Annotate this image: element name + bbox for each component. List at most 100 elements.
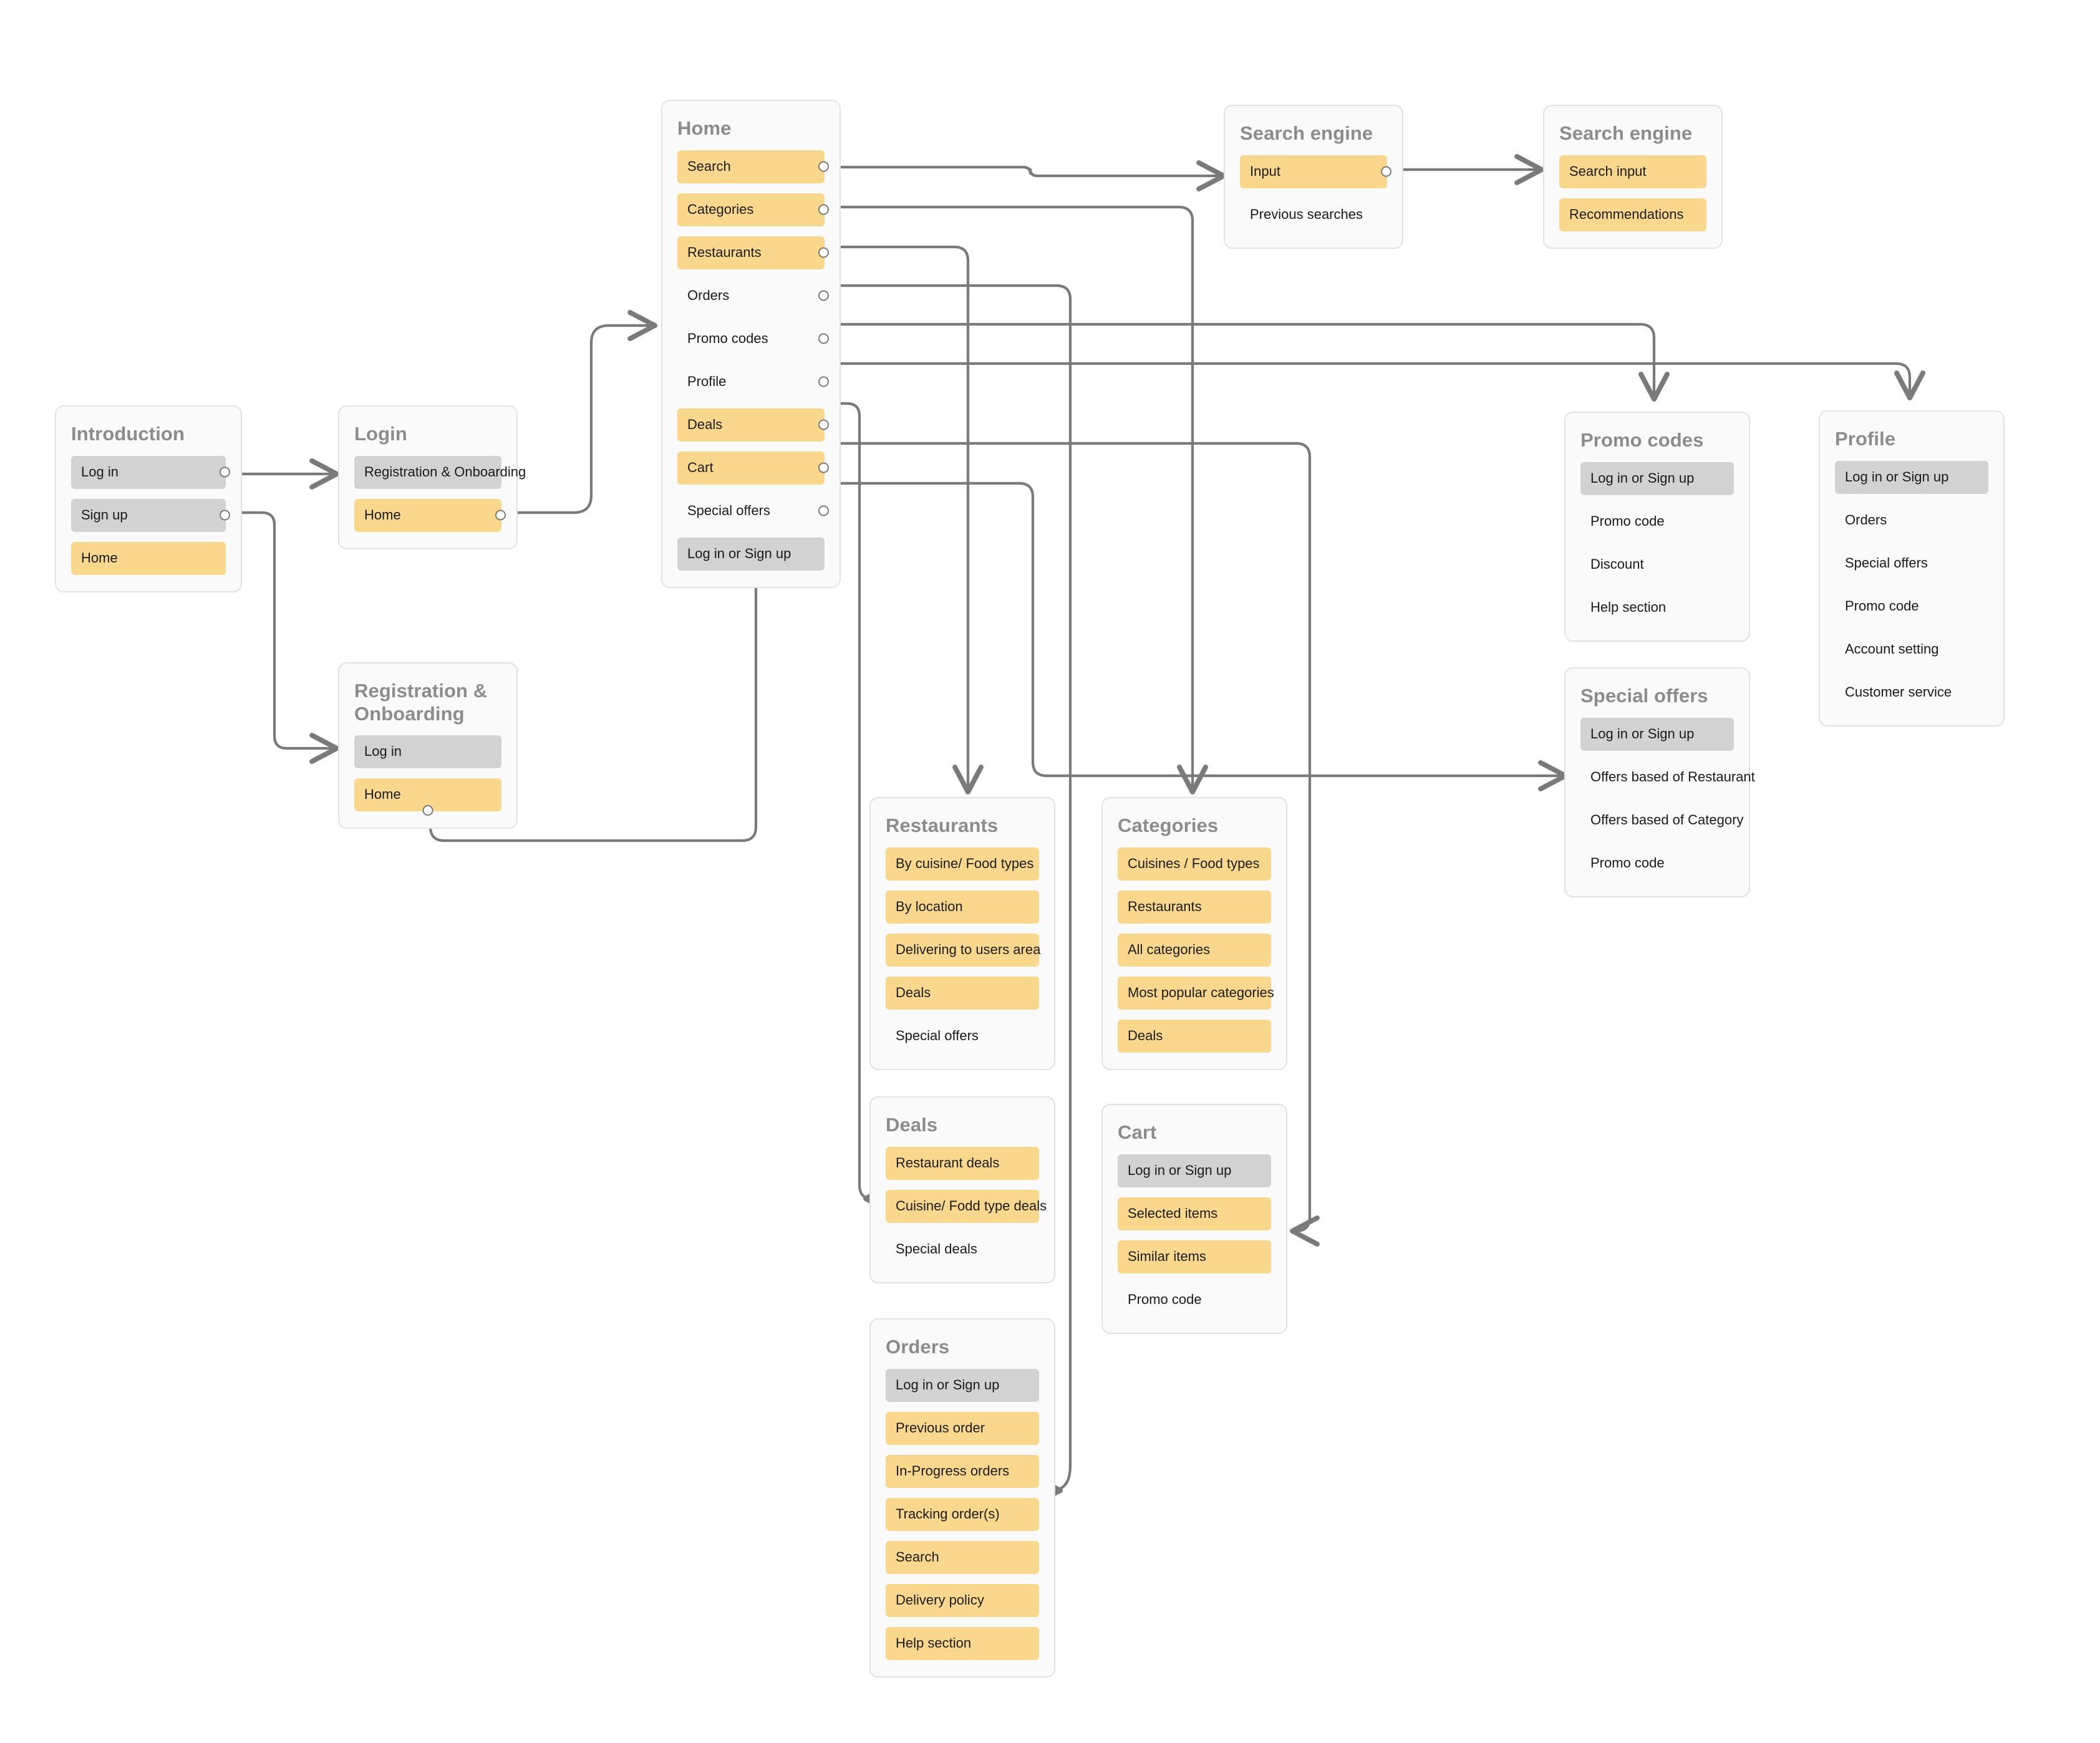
chip-label: Orders xyxy=(1845,511,1887,528)
chip-account-setting[interactable]: Account setting xyxy=(1835,633,1988,666)
card-title: Introduction xyxy=(71,423,185,445)
chip-discount[interactable]: Discount xyxy=(1580,548,1734,581)
chip-special-deals[interactable]: Special deals xyxy=(886,1233,1039,1266)
card-search-engine-input[interactable]: Search engine Input Previous searches xyxy=(1224,105,1403,249)
chip-registration-onboarding[interactable]: Registration & Onboarding xyxy=(354,455,526,489)
chip-label: Log in or Sign up xyxy=(687,545,791,561)
chip-by-cuisine-food-types[interactable]: By cuisine/ Food types xyxy=(886,847,1039,881)
chip-help-section[interactable]: Help section xyxy=(886,1626,1039,1660)
connector-port xyxy=(818,376,829,387)
chip-search[interactable]: Search xyxy=(886,1540,1039,1574)
wire-home-search xyxy=(839,160,1226,191)
chip-label: Help section xyxy=(1590,599,1667,615)
chip-customer-service[interactable]: Customer service xyxy=(1835,676,1988,709)
chip-label: Discount xyxy=(1590,556,1644,572)
chip-all-categories[interactable]: All categories xyxy=(1118,933,1271,967)
chip-input[interactable]: Input xyxy=(1240,155,1391,188)
connector-port xyxy=(818,333,829,344)
card-categories[interactable]: Categories Cuisines / Food types Restaur… xyxy=(1101,797,1287,1070)
chip-label: All categories xyxy=(1128,941,1211,957)
chip-promo-codes[interactable]: Promo codes xyxy=(677,322,829,355)
chip-search-input[interactable]: Search input xyxy=(1559,155,1706,188)
chip-offers-based-of-restaurant[interactable]: Offers based of Restaurant xyxy=(1580,761,1755,794)
chip-promo-code[interactable]: Promo code xyxy=(1580,847,1734,880)
chip-in-progress-orders[interactable]: In-Progress orders xyxy=(886,1454,1039,1488)
chip-search[interactable]: Search xyxy=(677,150,829,183)
chip-log-in-or-sign-up[interactable]: Log in or Sign up xyxy=(1580,717,1734,751)
chip-cuisine-food-type-deals[interactable]: Cuisine/ Fodd type deals xyxy=(886,1189,1047,1223)
chip-label: Input xyxy=(1250,163,1280,179)
card-search-engine-results[interactable]: Search engine Search input Recommendatio… xyxy=(1543,105,1723,249)
chip-previous-searches[interactable]: Previous searches xyxy=(1240,198,1387,231)
card-promo-codes[interactable]: Promo codes Log in or Sign up Promo code… xyxy=(1564,412,1750,642)
chip-label: Previous searches xyxy=(1250,206,1363,222)
chip-recommendations[interactable]: Recommendations xyxy=(1559,198,1706,231)
card-home[interactable]: Home Search Categories Restaurants Order… xyxy=(661,100,841,588)
card-login[interactable]: Login Registration & Onboarding Home xyxy=(338,405,526,549)
chip-delivering-to-users-area[interactable]: Delivering to users area xyxy=(886,933,1040,967)
chip-label: Promo code xyxy=(1590,854,1665,871)
chip-promo-code[interactable]: Promo code xyxy=(1580,505,1734,538)
chip-log-in-or-sign-up[interactable]: Log in or Sign up xyxy=(1118,1154,1271,1187)
chip-profile[interactable]: Profile xyxy=(677,365,829,398)
chip-log-in-or-sign-up[interactable]: Log in or Sign up xyxy=(1580,461,1734,495)
chip-restaurant-deals[interactable]: Restaurant deals xyxy=(886,1146,1039,1180)
card-orders[interactable]: Orders Log in or Sign up Previous order … xyxy=(869,1318,1055,1678)
chip-special-offers[interactable]: Special offers xyxy=(886,1020,1039,1053)
chip-orders[interactable]: Orders xyxy=(1835,504,1988,537)
chip-sign-up[interactable]: Sign up xyxy=(71,498,230,532)
chip-promo-code[interactable]: Promo code xyxy=(1835,590,1988,623)
chip-promo-code[interactable]: Promo code xyxy=(1118,1283,1271,1316)
connector-port xyxy=(818,462,829,473)
chip-home[interactable]: Home xyxy=(354,498,506,532)
wire-intro-registration xyxy=(228,511,339,764)
chip-restaurants[interactable]: Restaurants xyxy=(1118,890,1271,924)
card-cart[interactable]: Cart Log in or Sign up Selected items Si… xyxy=(1101,1104,1287,1334)
connector-port xyxy=(818,505,829,516)
card-special-offers[interactable]: Special offers Log in or Sign up Offers … xyxy=(1564,667,1755,897)
chip-special-offers[interactable]: Special offers xyxy=(677,495,829,528)
chip-similar-items[interactable]: Similar items xyxy=(1118,1240,1271,1273)
card-introduction[interactable]: Introduction Log in Sign up Home xyxy=(55,405,242,592)
chip-log-in[interactable]: Log in xyxy=(71,455,230,489)
chip-restaurants[interactable]: Restaurants xyxy=(677,236,829,269)
chip-log-in-or-sign-up[interactable]: Log in or Sign up xyxy=(886,1368,1039,1402)
card-deals[interactable]: Deals Restaurant deals Cuisine/ Fodd typ… xyxy=(869,1096,1055,1283)
wire-home-restaurants xyxy=(839,245,984,794)
chip-label: Account setting xyxy=(1845,640,1939,657)
chip-log-in-or-sign-up[interactable]: Log in or Sign up xyxy=(1835,460,1988,494)
chip-home[interactable]: Home xyxy=(354,778,501,816)
chip-previous-order[interactable]: Previous order xyxy=(886,1411,1039,1445)
chip-label: Most popular categories xyxy=(1128,984,1274,1000)
chip-selected-items[interactable]: Selected items xyxy=(1118,1197,1271,1230)
chip-most-popular-categories[interactable]: Most popular categories xyxy=(1118,976,1274,1010)
chip-help-section[interactable]: Help section xyxy=(1580,591,1734,624)
connector-port xyxy=(422,805,433,816)
chip-label: Tracking order(s) xyxy=(896,1505,1000,1522)
chip-label: Cuisines / Food types xyxy=(1128,855,1260,871)
chip-cart[interactable]: Cart xyxy=(677,451,829,485)
card-registration-onboarding[interactable]: Registration & Onboarding Log in Home xyxy=(338,662,518,829)
card-restaurants[interactable]: Restaurants By cuisine/ Food types By lo… xyxy=(869,797,1055,1070)
chip-delivery-policy[interactable]: Delivery policy xyxy=(886,1583,1039,1617)
connector-port xyxy=(1381,166,1391,177)
chip-deals[interactable]: Deals xyxy=(886,976,1039,1010)
chip-label: Sign up xyxy=(81,506,128,523)
chip-by-location[interactable]: By location xyxy=(886,890,1039,924)
chip-categories[interactable]: Categories xyxy=(677,193,829,226)
card-profile[interactable]: Profile Log in or Sign up Orders Special… xyxy=(1819,410,2005,727)
chip-special-offers[interactable]: Special offers xyxy=(1835,547,1988,580)
chip-home[interactable]: Home xyxy=(71,541,226,575)
chip-label: Home xyxy=(81,549,118,566)
chip-cuisines-food-types[interactable]: Cuisines / Food types xyxy=(1118,847,1271,881)
chip-orders[interactable]: Orders xyxy=(677,279,829,312)
chip-offers-based-of-category[interactable]: Offers based of Category xyxy=(1580,804,1743,837)
chip-log-in[interactable]: Log in xyxy=(354,735,501,769)
chip-deals[interactable]: Deals xyxy=(1118,1019,1271,1053)
chip-deals[interactable]: Deals xyxy=(677,408,829,442)
connector-port xyxy=(220,509,230,521)
chip-label: Promo codes xyxy=(687,330,768,346)
card-title: Special offers xyxy=(1580,685,1708,707)
chip-log-in-or-sign-up[interactable]: Log in or Sign up xyxy=(677,537,825,571)
chip-tracking-orders[interactable]: Tracking order(s) xyxy=(886,1497,1039,1531)
